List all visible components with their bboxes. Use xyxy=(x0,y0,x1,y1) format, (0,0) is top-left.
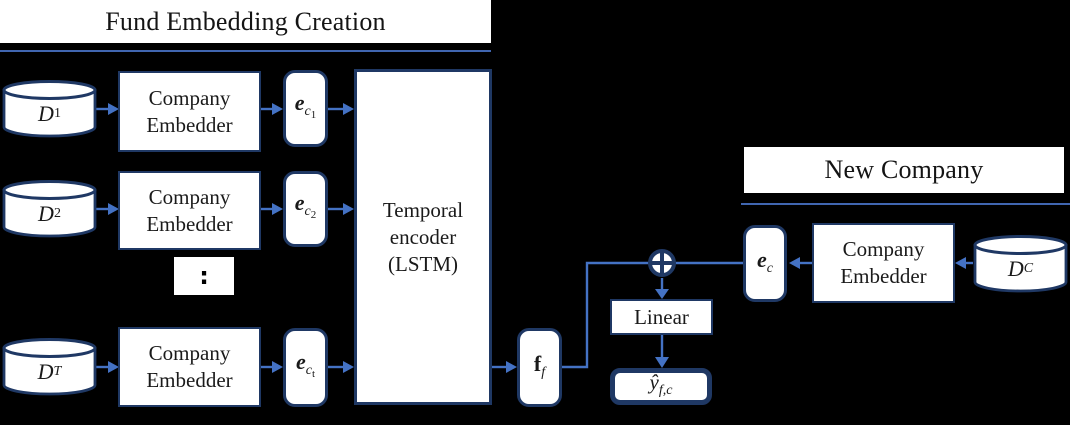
arrow-d1-to-embedder xyxy=(96,103,119,115)
arrow-dt-to-embedder xyxy=(96,361,119,373)
prediction-yhat-box: ŷf,c xyxy=(610,368,712,405)
fund-embedding-ff: ff xyxy=(517,328,562,407)
arrow-dc-to-embedder xyxy=(955,257,973,269)
linear-box: Linear xyxy=(610,299,713,335)
section-title-new-company-label: New Company xyxy=(824,155,984,184)
embedding-ec-new-label: ec xyxy=(757,246,773,276)
temporal-encoder-line2: encoder xyxy=(389,224,457,249)
company-embedder-line1: Company xyxy=(148,341,231,365)
company-embedder-line2: Embedder xyxy=(840,264,927,288)
arrow-linear-to-yhat xyxy=(655,335,669,368)
ellipsis-glyph: : xyxy=(199,262,209,290)
section-title-fund-embedding-label: Fund Embedding Creation xyxy=(105,6,386,36)
arrow-embedder4-to-ec xyxy=(789,257,812,269)
arrow-sum-to-linear xyxy=(655,278,669,299)
arrow-ec1-to-temporal xyxy=(328,103,354,115)
database-icon xyxy=(2,180,97,238)
arrow-embedder1-to-ec1 xyxy=(261,103,283,115)
sum-plus-icon xyxy=(648,249,676,277)
new-company-divider xyxy=(741,203,1070,205)
company-embedder-line1: Company xyxy=(148,184,231,209)
linear-label: Linear xyxy=(634,304,689,329)
fund-embedding-ff-label: ff xyxy=(533,350,546,380)
database-icon xyxy=(2,338,97,396)
embedding-ec-new: ec xyxy=(743,225,787,302)
temporal-encoder-line3: (LSTM) xyxy=(388,251,458,276)
arrow-ec2-to-temporal xyxy=(328,203,354,215)
company-embedder-box-new: Company Embedder xyxy=(812,223,955,303)
temporal-encoder-box: Temporal encoder (LSTM) xyxy=(354,69,492,405)
company-embedder-line2: Embedder xyxy=(146,211,233,236)
connector-ff-to-sum xyxy=(562,261,650,369)
arrow-embedder3-to-ect xyxy=(261,361,283,373)
company-embedder-line1: Company xyxy=(842,237,925,261)
embedding-ec2-label: ec2 xyxy=(294,190,317,221)
company-embedder-box-1: Company Embedder xyxy=(118,71,261,152)
company-embedder-box-3: Company Embedder xyxy=(118,327,261,407)
arrow-d2-to-embedder xyxy=(96,203,119,215)
company-embedder-line1: Company xyxy=(148,85,231,110)
arrow-embedder2-to-ec2 xyxy=(261,203,283,215)
prediction-yhat-label: ŷf,c xyxy=(649,370,673,398)
arrow-temporal-to-ff xyxy=(492,361,517,373)
embedding-ec2: ec2 xyxy=(283,171,328,247)
arrow-ect-to-temporal xyxy=(328,361,354,373)
fund-section-divider xyxy=(0,50,491,52)
embedding-ec1: ec1 xyxy=(283,70,328,147)
database-icon xyxy=(973,235,1068,293)
company-embedder-line2: Embedder xyxy=(146,368,233,392)
ellipsis: : xyxy=(174,257,234,295)
company-embedder-box-2: Company Embedder xyxy=(118,171,261,250)
embedding-ect-label: ect xyxy=(295,348,316,380)
section-title-new-company: New Company xyxy=(744,147,1064,193)
temporal-encoder-line1: Temporal xyxy=(382,197,464,222)
embedding-ec1-label: ec1 xyxy=(294,89,317,121)
section-title-fund-embedding: Fund Embedding Creation xyxy=(0,0,491,43)
embedding-ect: ect xyxy=(283,328,328,407)
company-embedder-line2: Embedder xyxy=(146,112,233,137)
database-icon xyxy=(2,80,97,138)
